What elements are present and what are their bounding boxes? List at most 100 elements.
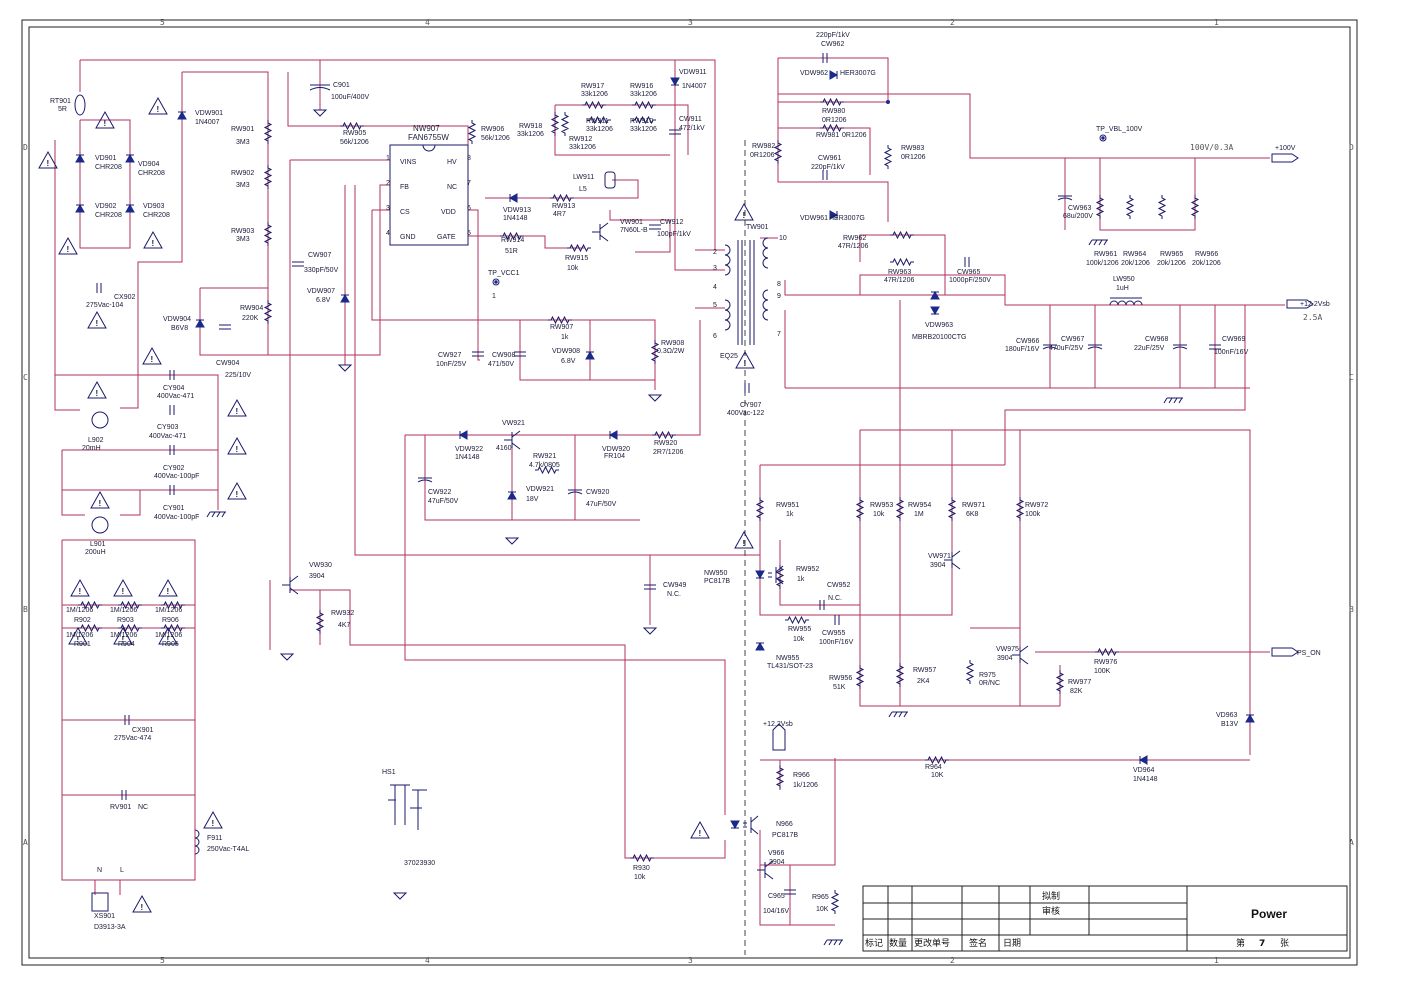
component-label-rw977v: 82K	[1070, 688, 1083, 695]
component-label-rw976v: 100K	[1094, 668, 1111, 675]
component-label-cw922v: 47uF/50V	[428, 498, 459, 505]
component-label-rw903v: 3M3	[236, 236, 250, 243]
component-label-cw965v: 1000pF/250V	[949, 277, 991, 284]
component-label-cw922: CW922	[428, 489, 451, 496]
resistor-rw915	[567, 243, 591, 253]
svg-text:4: 4	[713, 284, 717, 291]
resistor-rw916	[632, 100, 656, 110]
component-label-cx901v: 275Vac-474	[114, 735, 151, 742]
resistor-rw964	[1125, 195, 1135, 219]
ic-pin-gate: GATE	[437, 234, 456, 241]
svg-text:!: !	[212, 819, 215, 828]
capacitor-cw967	[1087, 344, 1103, 350]
component-label-cw908v: 471/50V	[488, 361, 514, 368]
resistor-rw902	[263, 165, 273, 189]
component-label-r965: R965	[812, 894, 829, 901]
resistor-r965	[830, 890, 840, 914]
component-label-f911: F911	[207, 835, 223, 842]
component-label-vdw922v: 1N4148	[455, 454, 480, 461]
component-label-nw950: NW950	[704, 570, 727, 577]
component-label-cw962: 220pF/1kV	[816, 32, 850, 39]
inductor-lw950	[1109, 300, 1143, 306]
component-label-cx902v: 275Vac-104	[86, 302, 123, 309]
component-label-vd903: VD903	[143, 203, 165, 210]
warning-icon-21	[734, 530, 754, 549]
component-label-rw955: RW955	[788, 626, 811, 633]
component-label-vdw901: VDW901	[195, 110, 223, 117]
warning-icon-6	[142, 346, 162, 365]
component-label-cw968: CW968	[1145, 336, 1168, 343]
thermistor-rt901	[74, 94, 86, 116]
component-label-rw917: RW917	[581, 83, 604, 90]
resistor-rw966	[1190, 195, 1200, 219]
ic-pin-num-2: 2	[386, 180, 390, 187]
component-label-cw908: CW908	[492, 352, 515, 359]
resistor-rw983	[883, 145, 893, 169]
component-label-c901: C901	[333, 82, 350, 89]
svg-text:!: !	[47, 159, 50, 168]
warning-icon-17	[158, 626, 178, 645]
component-label-f911v: 250Vac-T4AL	[207, 846, 249, 853]
component-label-l901v: 200uH	[85, 549, 106, 556]
wiring	[54, 57, 1285, 926]
warning-icon-9	[227, 436, 247, 455]
ic-pin-num-5: 5	[467, 230, 471, 237]
ic-part: FAN6755W	[408, 133, 449, 142]
component-label-rw952v: 1k	[797, 576, 805, 583]
port-12v2vsb	[1286, 299, 1314, 309]
component-label-cw963: CW963	[1068, 205, 1091, 212]
ground-aux	[504, 537, 520, 545]
port-vsb-local	[772, 723, 786, 751]
zone-left-D: D	[23, 143, 28, 152]
component-label-xs901v: D3913-3A	[94, 924, 126, 931]
component-label-vdw907: VDW907	[307, 288, 335, 295]
ic-pin-num-3: 3	[386, 205, 390, 212]
component-label-r975v: 0R/NC	[979, 680, 1000, 687]
component-label-r966: R966	[793, 772, 810, 779]
svg-text:!: !	[167, 587, 170, 596]
diode-vdw962	[829, 70, 839, 80]
diode-vd901	[75, 153, 85, 163]
component-label-rw981v: 0R1206	[842, 132, 867, 139]
component-symbols: !!!!!!!!!!!!!!!!!!!!!!!!	[38, 53, 1255, 946]
component-label-rw966: RW966	[1195, 251, 1218, 258]
component-label-rw913: RW913	[552, 203, 575, 210]
component-label-hs1v: 37023930	[404, 860, 435, 867]
component-label-rw972v: 100k	[1025, 511, 1041, 518]
zone-top-5: 5	[160, 18, 165, 27]
component-label-cw911: CW911	[679, 116, 702, 123]
component-label-r905a: 1M/1206	[155, 632, 182, 639]
component-label-vdw962: VDW962	[800, 70, 828, 77]
component-label-cy907v: 400Vac-122	[727, 410, 764, 417]
component-label-v966: V966	[768, 850, 784, 857]
component-label-vd964v: 1N4148	[1133, 776, 1158, 783]
component-label-vw971: VW971	[928, 553, 951, 560]
component-label-rw915: RW915	[565, 255, 588, 262]
svg-text:3: 3	[713, 265, 717, 272]
component-label-nw950v: PC817B	[704, 578, 730, 585]
capacitor-cw922	[417, 477, 433, 483]
component-label-vd902v: CHR208	[95, 212, 122, 219]
svg-text:!: !	[167, 635, 170, 644]
resistor-rw917	[582, 100, 606, 110]
component-label-xs901: XS901	[94, 913, 115, 920]
resistor-r904	[118, 623, 142, 633]
transformer-tw901: 2 3 4 5 6 10 8 9 7	[713, 235, 787, 345]
component-label-rw983: RW983	[901, 145, 924, 152]
component-label-cw961: CW961	[818, 155, 841, 162]
component-label-vdw922: VDW922	[455, 446, 483, 453]
ground-vw930	[279, 653, 295, 661]
component-label-r904a: 1M/1206	[110, 632, 137, 639]
component-label-rw964v: 20k/1206	[1121, 260, 1150, 267]
ic-pin-num-1: 1	[386, 155, 390, 162]
resistor-r964	[925, 755, 949, 765]
component-label-r930: R930	[633, 865, 650, 872]
component-label-r903a: 1M/1206	[110, 607, 137, 614]
component-label-rw906v: 56k/1206	[481, 135, 510, 142]
component-label-cx901: CX901	[132, 727, 154, 734]
tb-title: Power	[1251, 907, 1287, 921]
component-label-cw968v: 22uF/25V	[1134, 345, 1165, 352]
warning-icon-13	[113, 578, 133, 597]
optocoupler-nw950	[755, 570, 765, 580]
zone-bottom-3: 3	[688, 956, 693, 965]
